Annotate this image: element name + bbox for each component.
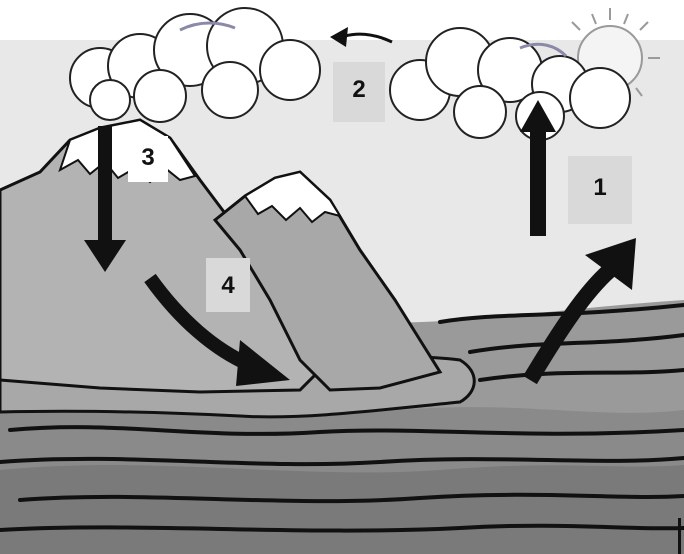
frame-mark [678,518,681,554]
arrow-evaporation-shaft [530,130,546,236]
step-label-4: 4 [206,272,250,300]
step-label-2: 2 [333,76,385,104]
step-label-3: 3 [128,144,168,172]
arrow-precipitation-shaft [98,126,112,246]
step-label-1: 1 [568,174,632,202]
